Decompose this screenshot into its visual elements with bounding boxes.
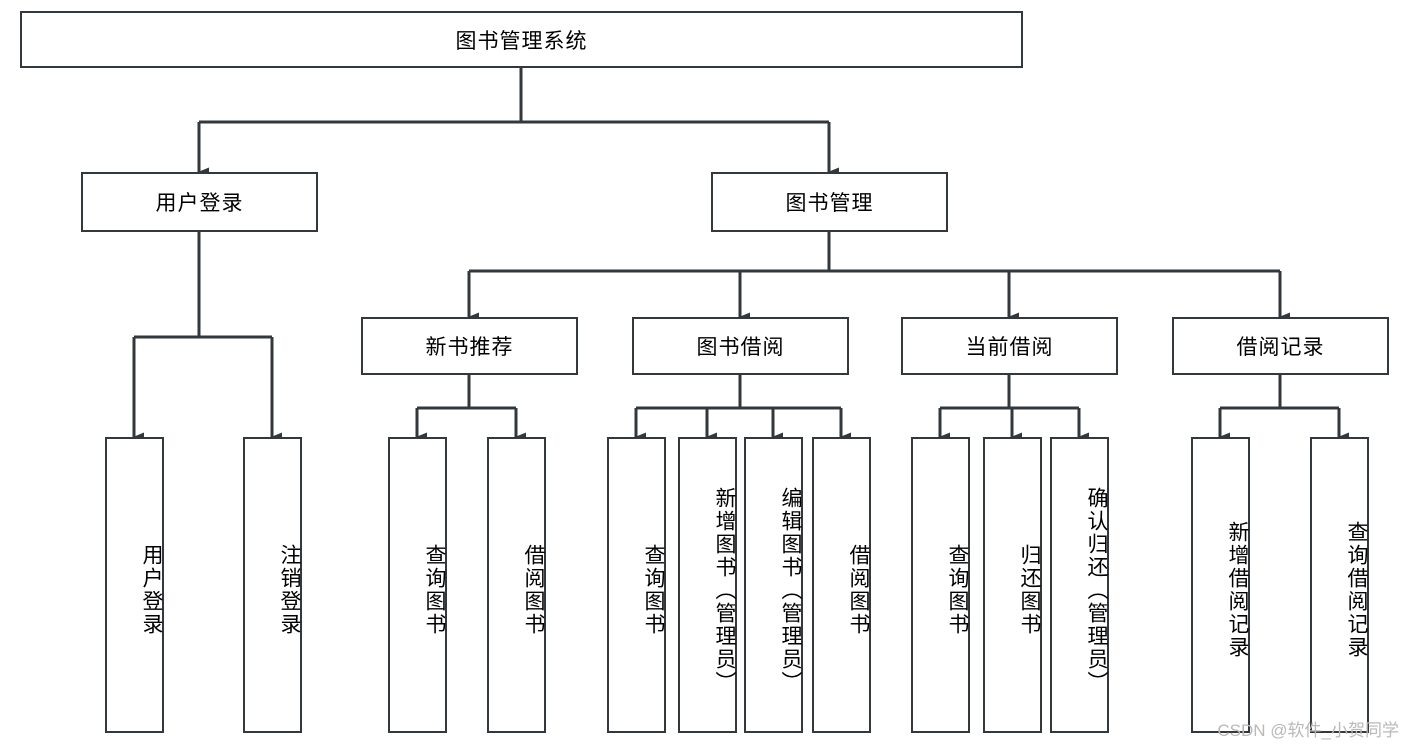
node-borrow-record-label: 借阅记录 [1236,336,1325,359]
node-leaf-query-book-1-label: 查询图书 [423,544,446,636]
node-book-manage-label: 图书管理 [785,192,874,215]
node-book-borrow[interactable]: 图书借阅 [632,317,849,375]
node-leaf-user-logout[interactable]: 注销登录 [243,437,302,733]
node-leaf-user-logout-label: 注销登录 [278,544,301,636]
node-leaf-query-book-2-label: 查询图书 [642,544,665,636]
node-current-borrow[interactable]: 当前借阅 [901,317,1118,375]
node-new-book-recommend-label: 新书推荐 [425,336,514,359]
node-leaf-edit-book[interactable]: 编辑图书（管理员） [744,437,803,733]
node-leaf-add-book-label: 新增图书（管理员） [713,486,736,694]
node-user-login[interactable]: 用户登录 [81,172,318,232]
node-book-borrow-label: 图书借阅 [696,336,785,359]
edge-lines [132,68,1349,442]
node-leaf-confirm-return[interactable]: 确认归还（管理员） [1050,437,1109,733]
node-leaf-query-book-2[interactable]: 查询图书 [607,437,666,733]
node-leaf-add-record-label: 新增借阅记录 [1226,521,1249,659]
node-leaf-return-book[interactable]: 归还图书 [983,437,1042,733]
node-new-book-recommend[interactable]: 新书推荐 [361,317,578,375]
node-current-borrow-label: 当前借阅 [965,336,1054,359]
node-borrow-record[interactable]: 借阅记录 [1172,317,1389,375]
node-leaf-user-login-label: 用户登录 [140,544,163,636]
node-leaf-query-book-3[interactable]: 查询图书 [911,437,970,733]
node-leaf-query-record[interactable]: 查询借阅记录 [1310,437,1369,733]
node-leaf-borrow-book-2[interactable]: 借阅图书 [812,437,871,733]
node-leaf-borrow-book-1[interactable]: 借阅图书 [487,437,546,733]
node-leaf-add-book[interactable]: 新增图书（管理员） [678,437,737,733]
node-root[interactable]: 图书管理系统 [20,11,1023,68]
node-leaf-query-book-1[interactable]: 查询图书 [388,437,447,733]
watermark: CSDN @软件_小贺同学 [1217,721,1399,740]
node-book-manage[interactable]: 图书管理 [711,172,948,232]
node-leaf-borrow-book-1-label: 借阅图书 [522,544,545,636]
node-leaf-edit-book-label: 编辑图书（管理员） [779,486,802,694]
node-leaf-borrow-book-2-label: 借阅图书 [847,544,870,636]
node-leaf-confirm-return-label: 确认归还（管理员） [1085,486,1108,694]
node-leaf-add-record[interactable]: 新增借阅记录 [1191,437,1250,733]
node-leaf-return-book-label: 归还图书 [1018,544,1041,636]
node-leaf-user-login[interactable]: 用户登录 [105,437,164,733]
node-leaf-query-record-label: 查询借阅记录 [1345,521,1368,659]
node-root-label: 图书管理系统 [455,29,588,53]
node-user-login-label: 用户登录 [155,192,244,215]
node-leaf-query-book-3-label: 查询图书 [946,544,969,636]
